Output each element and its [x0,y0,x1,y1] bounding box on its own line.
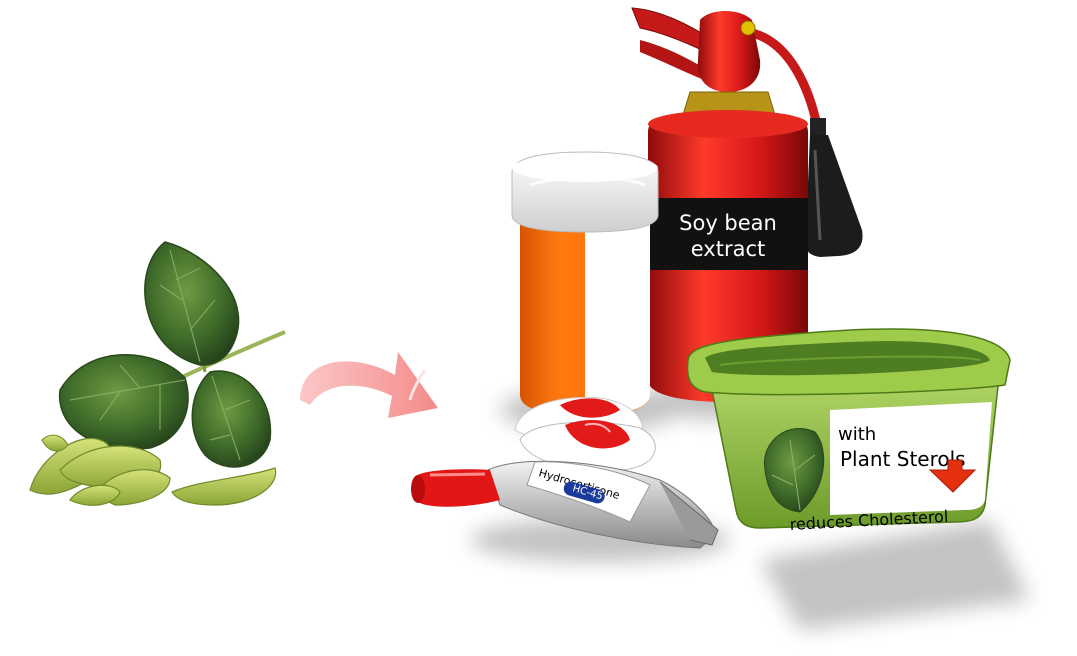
extinguisher-hose [746,27,823,131]
extinguisher-label-band [648,198,808,270]
soy-leaf-right [191,370,272,468]
hydrocortisone-tube: Hydrocortisone HC-45 [411,460,719,549]
extinguisher-label-line2: extract [691,237,766,261]
soybean-plant [29,241,286,506]
pill-bottle [511,151,659,416]
tub-label-line1: with [838,424,876,445]
margarine-tub: with Plant Sterols reduces Cholesterol [686,328,1011,534]
transform-arrow [300,352,438,418]
soybean-pods [29,434,277,506]
tube-badge [563,481,605,504]
tube-cap [415,469,500,507]
extinguisher-label-line1: Soy bean [679,211,777,235]
extinguisher-nozzle [804,135,863,257]
soy-leaf-left [59,354,189,450]
tub-label-line2: Plant Sterols [840,447,966,471]
plant-stem [179,330,286,380]
pill-bottle-label [585,220,650,415]
pills [514,397,656,471]
fire-extinguisher: Soy bean extract [631,7,863,402]
cholesterol-down-arrow [928,459,977,493]
soy-leaf-top [144,241,240,366]
